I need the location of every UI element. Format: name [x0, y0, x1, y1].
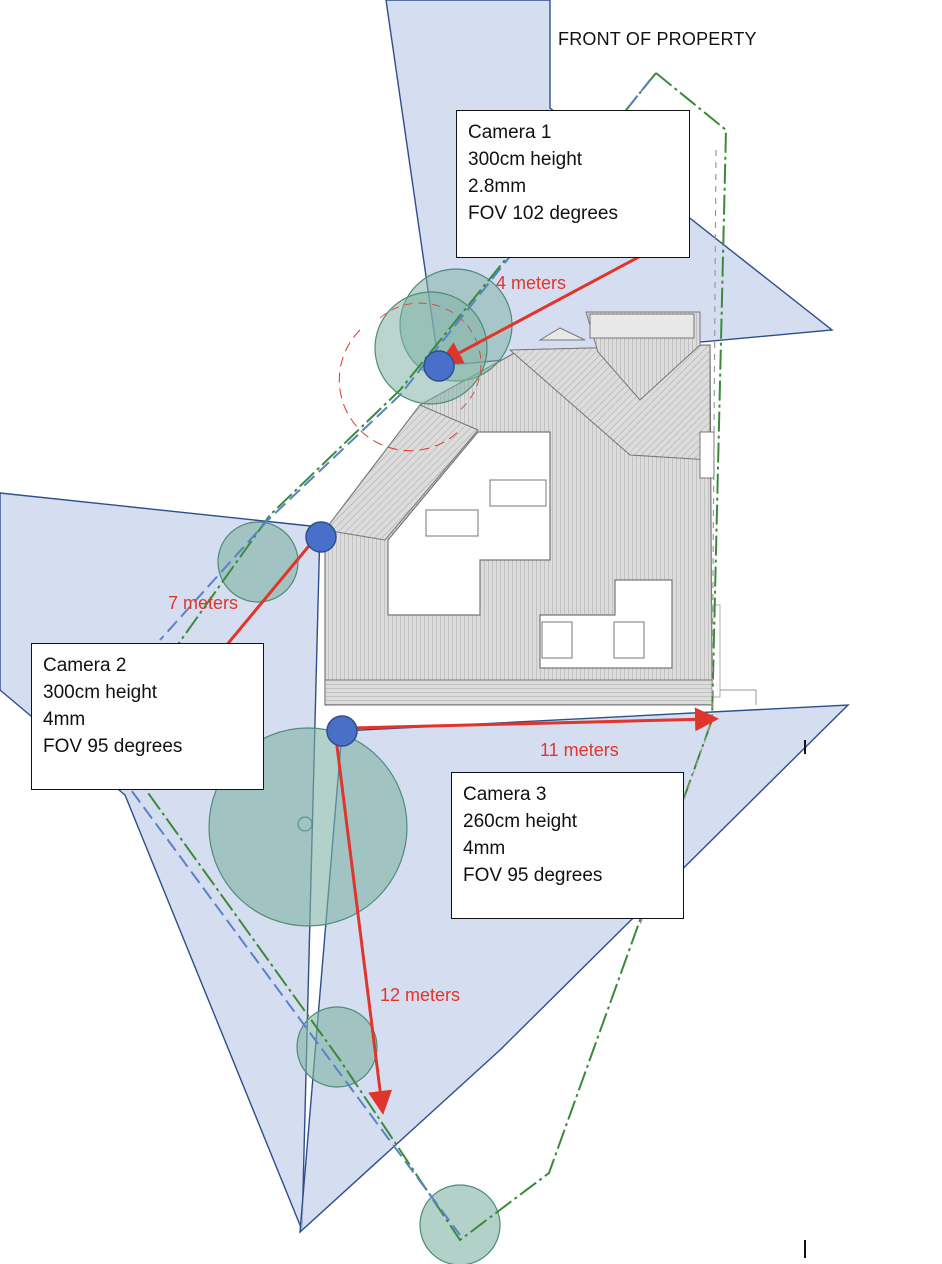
camera-2-fov: FOV 95 degrees: [43, 736, 183, 757]
camera-3-title: Camera 3: [463, 784, 547, 805]
skylight-2: [425, 509, 479, 537]
camera-1-height: 300cm height: [468, 149, 583, 170]
tree-dashed-canopy: [338, 329, 461, 452]
skylight-3: [541, 621, 573, 659]
camera-markers: [305, 350, 455, 747]
skylight-1: [489, 479, 547, 507]
camera-3-range-arrow-east: [351, 707, 719, 732]
camera-1-title: Camera 1: [468, 122, 552, 143]
camera-3-height: 260cm height: [463, 811, 578, 832]
front-of-property-label: FRONT OF PROPERTY: [558, 29, 757, 49]
rear-wall-step: [720, 689, 757, 705]
camera-3-east-range-label: 11 meters: [540, 740, 619, 760]
tree: [419, 1184, 501, 1264]
fence-line-green: [108, 72, 728, 1242]
roof-south-band: [324, 679, 713, 706]
roof-west-wing: [324, 404, 479, 541]
camera-2-lens: 4mm: [43, 709, 86, 730]
rear-wall-strip: [711, 604, 721, 698]
camera-3-marker: [326, 715, 358, 747]
camera-1-info-box: Camera 1 300cm height 2.8mm FOV 102 degr…: [456, 110, 690, 258]
garage-top: [589, 313, 695, 339]
camera-3-south-range-label: 12 meters: [380, 985, 461, 1005]
camera-3-range-arrow-south: [334, 737, 393, 1115]
skylight-4: [613, 621, 645, 659]
camera-3-lens: 4mm: [463, 838, 506, 859]
camera-2-marker: [305, 521, 337, 553]
side-structure: [699, 431, 715, 479]
camera-2-range-label: 7 meters: [168, 593, 239, 613]
camera-1-range-label: 4 meters: [496, 273, 567, 293]
camera-3-fov: FOV 95 degrees: [463, 865, 603, 886]
camera-2-height: 300cm height: [43, 682, 158, 703]
camera-1-fov: FOV 102 degrees: [468, 203, 618, 224]
camera-1-marker: [423, 350, 455, 382]
tree: [296, 1006, 378, 1088]
text-cursor-mark: [804, 1240, 806, 1258]
tree-trunk: [297, 816, 313, 832]
text-cursor-mark: [804, 740, 806, 754]
camera-2-title: Camera 2: [43, 655, 127, 676]
camera-3-info-box: Camera 3 260cm height 4mm FOV 95 degrees: [451, 772, 684, 919]
camera-2-info-box: Camera 2 300cm height 4mm FOV 95 degrees: [31, 643, 264, 790]
camera-1-lens: 2.8mm: [468, 176, 527, 197]
